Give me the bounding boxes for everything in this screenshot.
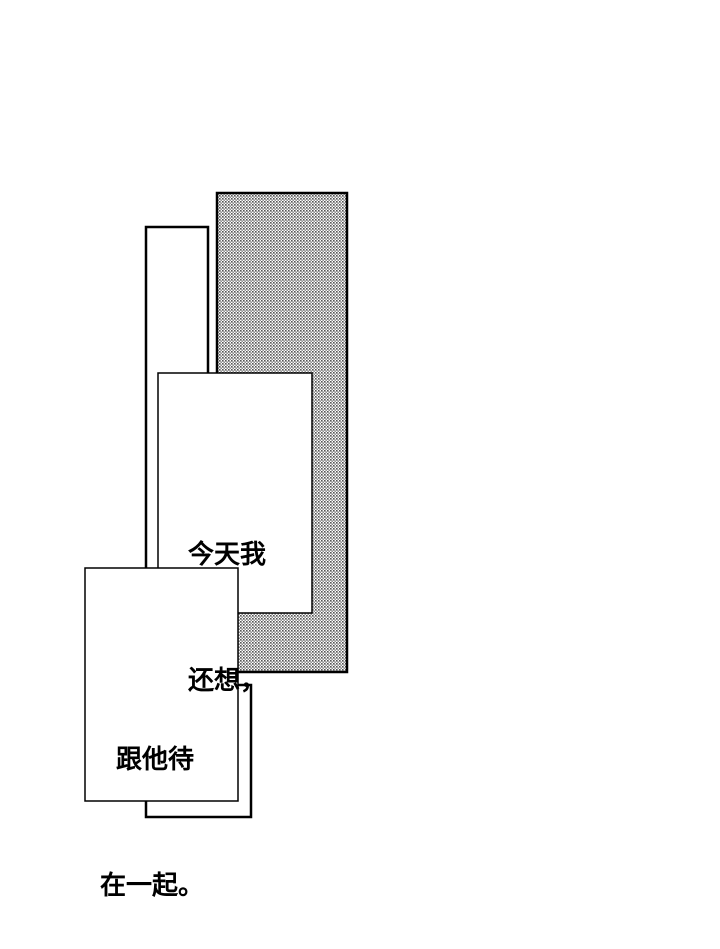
caption-1-line-1: 今天我 bbox=[188, 540, 267, 570]
caption-2-line-2: 在一起。 bbox=[100, 871, 205, 901]
caption-1-line-2: 还想， bbox=[188, 666, 267, 696]
caption-2-line-1: 跟他待 bbox=[116, 745, 195, 775]
caption-2-text: 跟他待 在一起。 bbox=[100, 655, 204, 949]
caption-box-2 bbox=[84, 567, 239, 802]
caption-1-text: 今天我 还想， bbox=[188, 450, 266, 744]
